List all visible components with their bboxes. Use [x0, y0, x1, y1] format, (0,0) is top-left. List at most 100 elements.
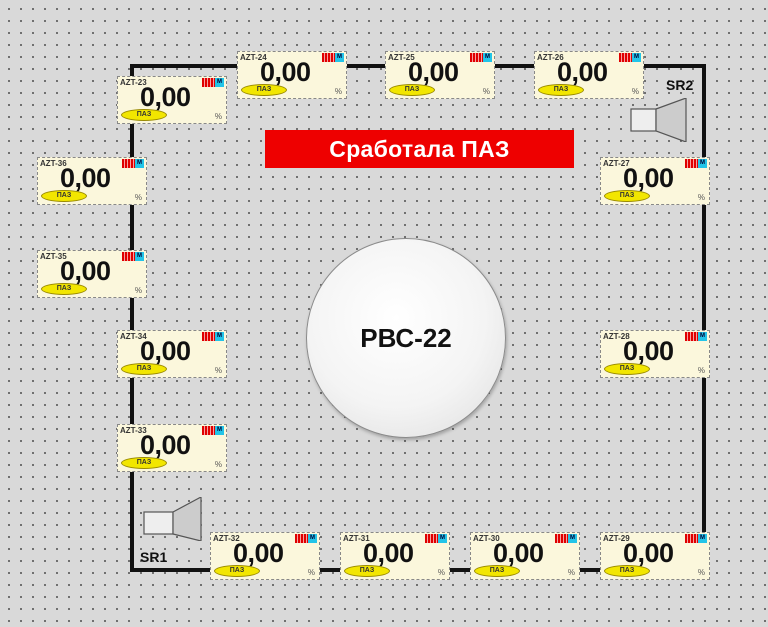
mode-indicator: М	[215, 426, 224, 435]
sensor-value: 0,00	[557, 57, 608, 87]
paz-badge[interactable]: ПАЗ	[241, 84, 287, 96]
tank-rvs[interactable]: РВС-22	[306, 238, 506, 438]
paz-badge[interactable]: ПАЗ	[474, 565, 520, 577]
mode-indicator: М	[698, 159, 707, 168]
sensor-unit: %	[697, 366, 705, 375]
sensor-tag: AZT-30	[473, 534, 500, 543]
sensor-azt-27[interactable]: AZT-27 М 0,00 ПАЗ %	[600, 157, 710, 205]
sensor-value: 0,00	[140, 82, 191, 112]
sensor-tag: AZT-23	[120, 78, 147, 87]
sensor-value: 0,00	[260, 57, 311, 87]
sensor-value: 0,00	[623, 163, 674, 193]
alarm-indicator-icon	[122, 252, 135, 261]
alarm-indicator-icon	[425, 534, 438, 543]
mode-indicator: М	[632, 53, 641, 62]
sensor-value: 0,00	[140, 336, 191, 366]
sensor-value: 0,00	[408, 57, 459, 87]
mode-indicator: М	[135, 252, 144, 261]
paz-badge[interactable]: ПАЗ	[389, 84, 435, 96]
sensor-tag: AZT-34	[120, 332, 147, 341]
sensor-unit: %	[134, 286, 142, 295]
sensor-unit: %	[307, 568, 315, 577]
sensor-azt-29[interactable]: AZT-29 М 0,00 ПАЗ %	[600, 532, 710, 580]
sensor-azt-31[interactable]: AZT-31 М 0,00 ПАЗ %	[340, 532, 450, 580]
alarm-indicator-icon	[295, 534, 308, 543]
siren-sr2-icon[interactable]	[630, 98, 690, 142]
paz-badge[interactable]: ПАЗ	[604, 565, 650, 577]
sensor-value: 0,00	[60, 256, 111, 286]
mode-indicator: М	[568, 534, 577, 543]
sensor-tag: AZT-31	[343, 534, 370, 543]
paz-badge[interactable]: ПАЗ	[41, 283, 87, 295]
sensor-azt-26[interactable]: AZT-26 М 0,00 ПАЗ %	[534, 51, 644, 99]
sensor-tag: AZT-26	[537, 53, 564, 62]
sensor-azt-28[interactable]: AZT-28 М 0,00 ПАЗ %	[600, 330, 710, 378]
alarm-indicator-icon	[202, 426, 215, 435]
sensor-tag: AZT-36	[40, 159, 67, 168]
sensor-azt-33[interactable]: AZT-33 М 0,00 ПАЗ %	[117, 424, 227, 472]
mode-indicator: М	[215, 332, 224, 341]
alarm-indicator-icon	[322, 53, 335, 62]
paz-badge[interactable]: ПАЗ	[121, 109, 167, 121]
sensor-unit: %	[567, 568, 575, 577]
alarm-banner: Сработала ПАЗ	[265, 130, 574, 168]
sensor-value: 0,00	[140, 430, 191, 460]
paz-badge[interactable]: ПАЗ	[538, 84, 584, 96]
sensor-value: 0,00	[233, 538, 284, 568]
sensor-value: 0,00	[493, 538, 544, 568]
mode-indicator: М	[215, 78, 224, 87]
frame-right-line	[702, 64, 706, 572]
alarm-indicator-icon	[470, 53, 483, 62]
sensor-azt-24[interactable]: AZT-24 М 0,00 ПАЗ %	[237, 51, 347, 99]
paz-badge[interactable]: ПАЗ	[344, 565, 390, 577]
sensor-azt-32[interactable]: AZT-32 М 0,00 ПАЗ %	[210, 532, 320, 580]
paz-badge[interactable]: ПАЗ	[41, 190, 87, 202]
mode-indicator: М	[308, 534, 317, 543]
sensor-tag: AZT-27	[603, 159, 630, 168]
sensor-unit: %	[214, 460, 222, 469]
siren-sr1-icon[interactable]	[143, 497, 203, 541]
alarm-indicator-icon	[122, 159, 135, 168]
paz-badge[interactable]: ПАЗ	[604, 190, 650, 202]
sensor-unit: %	[697, 568, 705, 577]
sensor-unit: %	[214, 112, 222, 121]
mode-indicator: М	[483, 53, 492, 62]
sensor-value: 0,00	[623, 538, 674, 568]
sensor-tag: AZT-24	[240, 53, 267, 62]
alarm-indicator-icon	[202, 78, 215, 87]
sensor-tag: AZT-32	[213, 534, 240, 543]
mode-indicator: М	[698, 534, 707, 543]
sensor-unit: %	[334, 87, 342, 96]
paz-badge[interactable]: ПАЗ	[121, 363, 167, 375]
sensor-azt-23[interactable]: AZT-23 М 0,00 ПАЗ %	[117, 76, 227, 124]
sensor-azt-36[interactable]: AZT-36 М 0,00 ПАЗ %	[37, 157, 147, 205]
sensor-azt-34[interactable]: AZT-34 М 0,00 ПАЗ %	[117, 330, 227, 378]
siren-sr1-label: SR1	[140, 549, 168, 565]
alarm-indicator-icon	[685, 534, 698, 543]
sensor-tag: AZT-33	[120, 426, 147, 435]
sensor-unit: %	[437, 568, 445, 577]
sensor-tag: AZT-35	[40, 252, 67, 261]
frame-left-line	[130, 64, 134, 572]
alarm-indicator-icon	[685, 332, 698, 341]
sensor-azt-25[interactable]: AZT-25 М 0,00 ПАЗ %	[385, 51, 495, 99]
tank-label: РВС-22	[360, 322, 452, 353]
sensor-value: 0,00	[60, 163, 111, 193]
sensor-azt-35[interactable]: AZT-35 М 0,00 ПАЗ %	[37, 250, 147, 298]
paz-badge[interactable]: ПАЗ	[214, 565, 260, 577]
sensor-unit: %	[134, 193, 142, 202]
alarm-indicator-icon	[685, 159, 698, 168]
sensor-azt-30[interactable]: AZT-30 М 0,00 ПАЗ %	[470, 532, 580, 580]
alarm-indicator-icon	[202, 332, 215, 341]
sensor-unit: %	[631, 87, 639, 96]
paz-badge[interactable]: ПАЗ	[121, 457, 167, 469]
sensor-unit: %	[482, 87, 490, 96]
mode-indicator: М	[438, 534, 447, 543]
mode-indicator: М	[698, 332, 707, 341]
paz-badge[interactable]: ПАЗ	[604, 363, 650, 375]
mode-indicator: М	[335, 53, 344, 62]
sensor-tag: AZT-28	[603, 332, 630, 341]
sensor-unit: %	[697, 193, 705, 202]
sensor-tag: AZT-29	[603, 534, 630, 543]
